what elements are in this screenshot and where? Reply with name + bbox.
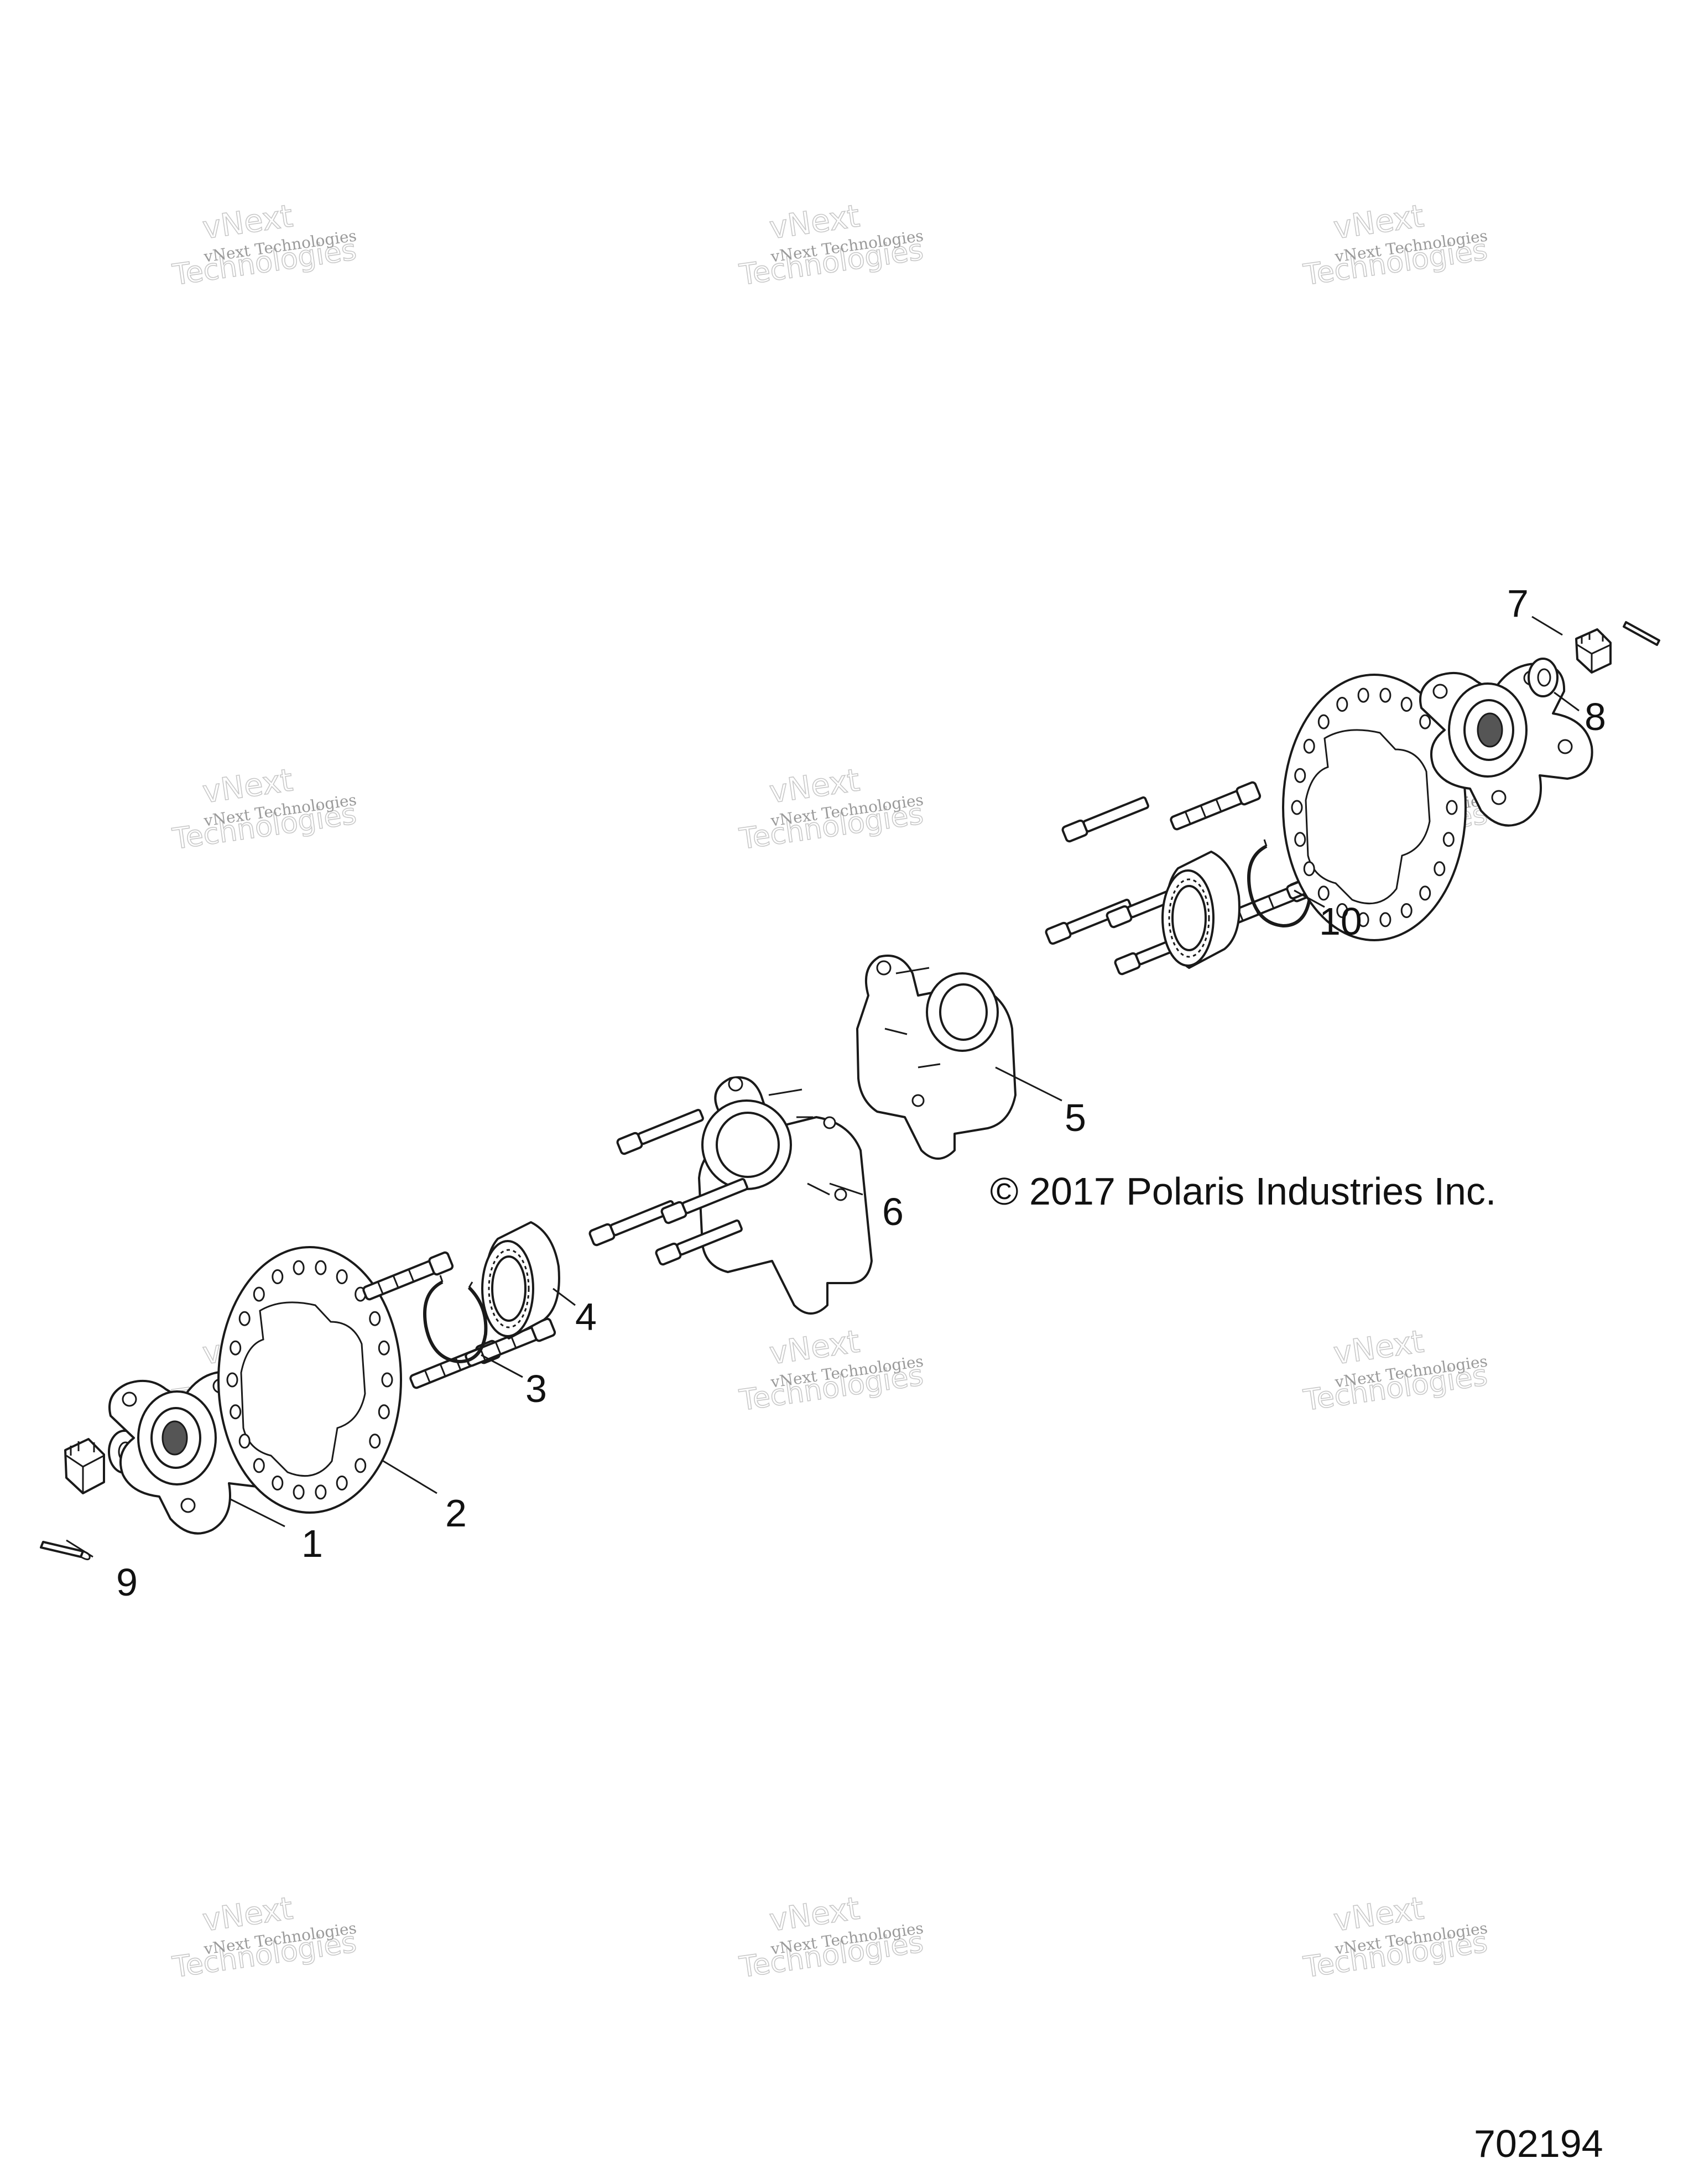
flange-bolt — [1061, 796, 1149, 843]
disc-holes-left — [226, 1260, 393, 1500]
disc-hole — [1317, 885, 1330, 901]
disc-hole — [378, 1404, 390, 1420]
disc-hole — [336, 1269, 348, 1284]
disc-hole — [238, 1434, 251, 1449]
disc-hole — [1379, 912, 1391, 927]
wheel-stud-group-left — [362, 1251, 556, 1389]
disc-hole — [293, 1260, 305, 1275]
flange-bolt — [616, 1108, 704, 1155]
disc-hole — [1442, 832, 1455, 847]
callout-7: 7 — [1507, 582, 1529, 625]
disc-hole — [272, 1269, 284, 1284]
flange-bolt — [655, 1219, 743, 1266]
disc-hole — [238, 1311, 251, 1326]
callout-9: 9 — [116, 1561, 138, 1604]
disc-hole — [369, 1434, 381, 1449]
disc-hole — [1434, 861, 1446, 877]
disc-hole — [1357, 912, 1369, 927]
callout-6: 6 — [882, 1190, 904, 1233]
disc-hole — [226, 1372, 238, 1388]
wheel-hub-left — [108, 1370, 283, 1535]
disc-hole — [1336, 697, 1348, 712]
disc-hole — [1419, 885, 1431, 901]
disc-hole — [230, 1404, 242, 1420]
carrier-bolt-group-left — [588, 1108, 748, 1266]
callout-8: 8 — [1585, 695, 1606, 738]
brake-disc-left — [217, 1246, 402, 1514]
copyright-notice: © 2017 Polaris Industries Inc. — [990, 1170, 1496, 1213]
disc-hole — [1419, 714, 1431, 729]
flange-bolt — [660, 1177, 748, 1224]
disc-hole — [1446, 800, 1458, 815]
wheel-hub-right — [1419, 663, 1593, 827]
snap-ring-left — [423, 1275, 488, 1364]
wheel-stud — [362, 1251, 454, 1301]
callout-1: 1 — [301, 1522, 323, 1565]
disc-hole — [1294, 832, 1306, 847]
flange-bolt — [588, 1200, 676, 1247]
disc-hole — [230, 1340, 242, 1356]
disc-hole — [1303, 861, 1315, 877]
callout-2: 2 — [445, 1492, 467, 1535]
disc-hole — [253, 1286, 265, 1302]
disc-hole — [253, 1458, 265, 1473]
wheel-bearing-left — [481, 1221, 560, 1339]
washer-right — [1528, 658, 1559, 697]
disc-hole — [1400, 697, 1413, 712]
disc-hole — [1303, 738, 1315, 754]
disc-hole — [293, 1484, 305, 1500]
callout-5: 5 — [1065, 1096, 1086, 1139]
disc-hole — [378, 1340, 390, 1356]
castle-nut-right — [1575, 628, 1612, 674]
callout-3: 3 — [525, 1367, 547, 1410]
drawing-number: 702194 — [1474, 2122, 1603, 2165]
callout-labels: 1 2 3 4 5 6 7 8 9 10 — [116, 582, 1606, 1604]
bearing-carrier-right — [856, 955, 1017, 1160]
cotter-pin-right — [1623, 621, 1660, 646]
disc-hole — [1291, 800, 1303, 815]
disc-hole — [355, 1458, 367, 1473]
disc-hole — [1336, 903, 1348, 918]
disc-hole — [315, 1484, 327, 1500]
wheel-bearing-right — [1161, 851, 1241, 969]
disc-hole — [315, 1260, 327, 1275]
wheel-stud — [1170, 781, 1262, 831]
flange-bolt — [1045, 898, 1133, 945]
castle-nut-left — [64, 1438, 105, 1494]
callout-4: 4 — [575, 1295, 597, 1338]
disc-hole — [336, 1476, 348, 1490]
disc-hole — [1294, 768, 1306, 783]
disc-hole — [381, 1372, 393, 1388]
disc-hole — [369, 1311, 381, 1326]
disc-hole — [1379, 687, 1391, 703]
disc-hole — [1400, 903, 1413, 918]
disc-hole — [1357, 687, 1369, 703]
leader-lines — [66, 616, 1580, 1558]
callout-10: 10 — [1319, 900, 1362, 943]
disc-hole — [1317, 714, 1330, 729]
disc-hole — [272, 1476, 284, 1490]
